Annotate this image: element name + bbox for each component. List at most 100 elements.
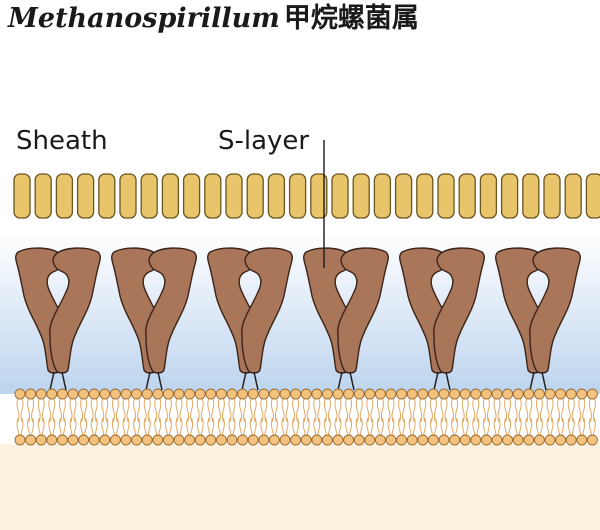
lipid-head <box>470 434 482 446</box>
lipid-head <box>46 388 58 400</box>
lipid-pair <box>480 388 492 446</box>
lipid-head <box>99 434 111 446</box>
sheath-subunit <box>458 173 476 219</box>
lipid-head <box>438 388 450 400</box>
sheath-subunit <box>564 173 582 219</box>
lipid-pair <box>67 388 79 446</box>
sheath-subunit <box>140 173 158 219</box>
s-layer-subunit <box>49 247 101 374</box>
lipid-head <box>459 388 471 400</box>
lipid-head <box>25 388 37 400</box>
lipid-head <box>162 434 174 446</box>
lipid-pair <box>502 388 514 446</box>
lipid-pair <box>46 388 58 446</box>
lipid-head <box>131 388 143 400</box>
lipid-pair <box>35 388 47 446</box>
lipid-head <box>226 434 238 446</box>
lipid-head <box>141 434 153 446</box>
lipid-head <box>512 388 524 400</box>
lipid-head <box>247 388 259 400</box>
lipid-head <box>374 434 386 446</box>
lipid-head <box>311 434 323 446</box>
lipid-head <box>205 434 217 446</box>
lipid-head <box>88 434 100 446</box>
lipid-pair <box>247 388 259 446</box>
lipid-head <box>459 434 471 446</box>
sheath-subunit <box>13 173 31 219</box>
lipid-head <box>300 388 312 400</box>
lipid-head <box>343 388 355 400</box>
lipid-pair <box>565 388 577 446</box>
lipid-head <box>406 388 418 400</box>
lipid-pair <box>544 388 556 446</box>
sheath-subunit <box>416 173 434 219</box>
lipid-head <box>46 434 58 446</box>
s-layer-anchor <box>61 371 67 391</box>
lipid-head <box>173 388 185 400</box>
lipid-head <box>438 434 450 446</box>
lipid-pair <box>533 388 545 446</box>
lipid-head <box>215 434 227 446</box>
lipid-pair <box>385 388 397 446</box>
lipid-head <box>67 388 79 400</box>
lipid-head <box>523 434 535 446</box>
lipid-pair <box>141 388 153 446</box>
lipid-pair <box>438 388 450 446</box>
lipid-pair <box>268 388 280 446</box>
lipid-head <box>332 434 344 446</box>
lipid-pair <box>512 388 524 446</box>
lipid-pair <box>215 388 227 446</box>
lipid-head <box>523 388 535 400</box>
lipid-head <box>205 388 217 400</box>
lipid-head <box>237 388 249 400</box>
lipid-pair <box>406 388 418 446</box>
lipid-head <box>343 434 355 446</box>
sheath-subunit <box>543 173 561 219</box>
sheath-subunit <box>394 173 413 219</box>
lipid-pair <box>14 388 26 446</box>
lipid-pair <box>523 388 535 446</box>
lipid-head <box>586 388 598 400</box>
lipid-pair <box>109 388 121 446</box>
s-layer <box>15 247 581 374</box>
lipid-head <box>279 434 291 446</box>
sheath-subunit <box>182 173 201 219</box>
lipid-head <box>353 434 365 446</box>
lipid-head <box>173 434 185 446</box>
lipid-head <box>78 434 90 446</box>
lipid-head <box>109 434 121 446</box>
lipid-head <box>586 434 598 446</box>
lipid-head <box>385 388 397 400</box>
lipid-head <box>417 434 429 446</box>
lipid-head <box>56 434 68 446</box>
lipid-head <box>555 434 567 446</box>
lipid-pair <box>226 388 238 446</box>
lipid-head <box>99 388 111 400</box>
lipid-pair <box>311 388 323 446</box>
lipid-head <box>141 388 153 400</box>
lipid-head <box>247 434 259 446</box>
lipid-head <box>184 434 196 446</box>
sheath-subunit <box>55 173 74 219</box>
sheath-subunit <box>288 173 307 219</box>
sheath-subunit <box>585 173 600 219</box>
lipid-pair <box>449 388 461 446</box>
lipid-head <box>226 388 238 400</box>
lipid-head <box>565 388 577 400</box>
lipid-head <box>321 388 333 400</box>
sheath-subunit <box>246 173 264 219</box>
lipid-head <box>35 388 47 400</box>
sheath-subunit <box>331 173 349 219</box>
lipid-pair <box>131 388 143 446</box>
lipid-head <box>279 388 291 400</box>
lipid-head <box>533 388 545 400</box>
lipid-pair <box>56 388 68 446</box>
lipid-head <box>35 434 47 446</box>
lipid-head <box>120 388 132 400</box>
sheath-subunit <box>34 173 52 219</box>
lipid-head <box>268 434 280 446</box>
lipid-head <box>152 388 164 400</box>
s-layer-anchor <box>445 371 451 391</box>
sheath-subunit <box>98 173 116 219</box>
lipid-head <box>427 434 439 446</box>
